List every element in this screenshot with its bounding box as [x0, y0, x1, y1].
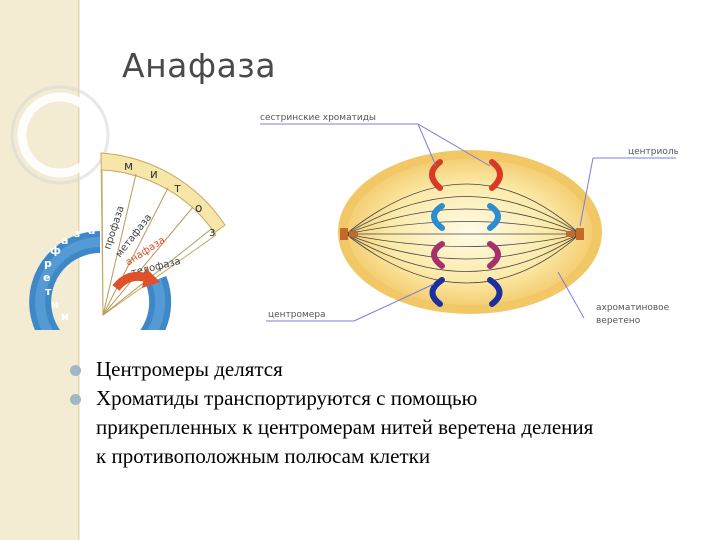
bullet-list: Центромеры делятся Хроматиды транспортир…	[70, 355, 690, 471]
label-pointers	[260, 123, 676, 322]
chromatid-right-navy	[487, 277, 503, 307]
interphase-letters: и н т е р ф а з а	[43, 224, 95, 323]
decor-rings	[10, 85, 110, 185]
chromatid-right-red	[489, 159, 503, 191]
bullet-item: Центромеры делятся	[70, 355, 690, 384]
bullet-text-continued: к противоположным полюсам клетки	[96, 444, 431, 468]
label-centriole: центриоль	[628, 147, 678, 157]
chromatid-left-red	[429, 159, 443, 191]
bullet-dot	[70, 365, 81, 376]
anaphase-cell-diagram: сестринские хроматиды центриоль центроме…	[260, 113, 678, 326]
cell-cycle-wheel: м и т о з профаза метафаза анафаза телоф…	[29, 152, 226, 330]
label-spindle-line1: ахроматиновое	[596, 303, 670, 313]
label-spindle-line2: веретено	[596, 316, 641, 326]
bullet-text: Хроматиды транспортируются с помощью	[96, 386, 478, 410]
mitosis-letters: м и т о з	[124, 159, 215, 239]
chromatid-right-magenta	[487, 241, 501, 269]
label-centromere: центромера	[268, 310, 326, 320]
centriole-right	[566, 228, 584, 240]
strip-divider	[78, 0, 79, 540]
chromatid-left-navy	[429, 277, 445, 307]
slide-title: Анафаза	[122, 46, 277, 85]
spindle-fibres	[345, 183, 581, 284]
bullet-item: Хроматиды транспортируются с помощью при…	[70, 384, 690, 471]
chromatid-right-blue	[487, 203, 501, 231]
centriole-left	[340, 228, 358, 240]
label-sister-chromatids: сестринские хроматиды	[260, 113, 376, 123]
bullet-text-continued: прикрепленных к центромерам нитей верете…	[96, 415, 594, 439]
chromatid-left-blue	[431, 203, 445, 231]
bullet-text: Центромеры делятся	[96, 357, 283, 381]
bullet-dot	[70, 394, 81, 405]
chromatid-left-magenta	[431, 241, 445, 269]
